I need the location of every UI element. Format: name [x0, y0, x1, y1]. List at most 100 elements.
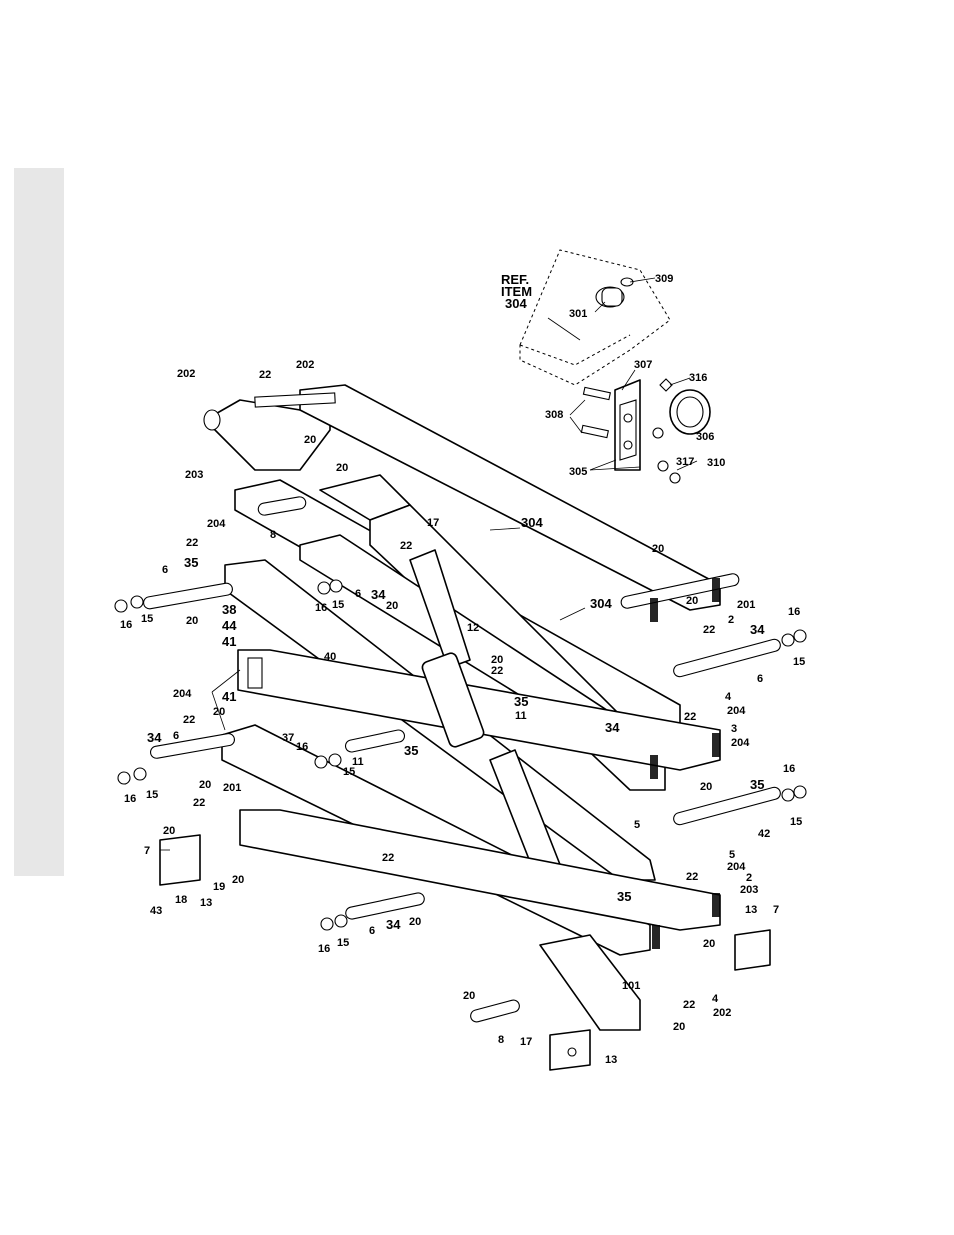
callout-label: 15	[790, 816, 802, 828]
callout-label: 15	[793, 656, 805, 668]
callout-label: 7	[144, 845, 150, 857]
callout-label: 15	[146, 789, 158, 801]
callout-label: 202	[177, 368, 195, 380]
callout-label: 2	[746, 872, 752, 884]
callout-label: 13	[605, 1054, 617, 1066]
callout-label: 307	[634, 359, 652, 371]
callout-label: 34	[386, 917, 401, 932]
callout-label: 13	[200, 897, 212, 909]
callout-label: 40	[324, 651, 336, 663]
callout-label: 22	[703, 624, 715, 636]
callout-label: 317	[676, 456, 694, 468]
callout-label: 44	[222, 618, 237, 633]
callout-label: 37	[282, 732, 294, 744]
callout-label: 22	[683, 999, 695, 1011]
callout-label: 11	[515, 710, 527, 722]
callout-label: 16	[783, 763, 795, 775]
callout-label: 16	[296, 741, 308, 753]
callout-labels: REF. ITEM 304 202 22 202 20 203 20 17 8 …	[120, 272, 805, 1066]
callout-label: 15	[337, 937, 349, 949]
callout-label: 6	[369, 925, 375, 937]
callout-label: 20	[199, 779, 211, 791]
callout-label: 20	[213, 706, 225, 718]
callout-label: 316	[689, 372, 707, 384]
callout-label: 20	[336, 462, 348, 474]
callout-label: 20	[463, 990, 475, 1002]
callout-label: 7	[773, 904, 779, 916]
callout-label: 22	[491, 665, 503, 677]
callout-label: 20	[409, 916, 421, 928]
ref-note-line-1: REF.	[501, 272, 529, 287]
callout-label: 18	[175, 894, 187, 906]
callout-label: 20	[652, 543, 664, 555]
callout-label: 16	[788, 606, 800, 618]
callout-label: 35	[750, 777, 764, 792]
callout-label: 15	[343, 766, 355, 778]
callout-label: 20	[703, 938, 715, 950]
callout-label: 43	[150, 905, 162, 917]
callout-label: 101	[622, 980, 640, 992]
callout-label: 202	[713, 1007, 731, 1019]
callout-label: 5	[729, 849, 735, 861]
callout-label: 22	[684, 711, 696, 723]
callout-label: 11	[352, 756, 364, 768]
callout-label: 35	[404, 743, 418, 758]
callout-label: 22	[382, 852, 394, 864]
callout-label: 17	[427, 517, 439, 529]
callout-label: 20	[232, 874, 244, 886]
callout-label: 22	[686, 871, 698, 883]
scissor-lift-assembly	[114, 384, 807, 1071]
callout-label: 20	[491, 654, 503, 666]
ref-note-line-3: 304	[505, 296, 527, 311]
inset-bracket-detail	[519, 249, 711, 484]
callout-label: 13	[745, 904, 757, 916]
callout-label: 34	[750, 622, 765, 637]
callout-label: 15	[141, 613, 153, 625]
callout-label: 41	[222, 689, 236, 704]
callout-label: 202	[296, 359, 314, 371]
callout-label: 20	[673, 1021, 685, 1033]
callout-label: 34	[605, 720, 620, 735]
callout-label: 308	[545, 409, 563, 421]
callout-label: 5	[634, 819, 640, 831]
callout-label: 35	[514, 694, 528, 709]
callout-label: 20	[686, 595, 698, 607]
callout-label: 6	[162, 564, 168, 576]
callout-label: 34	[147, 730, 162, 745]
side-margin-band	[14, 168, 64, 876]
callout-label: 15	[332, 599, 344, 611]
callout-label: 304	[521, 515, 543, 530]
callout-label: 203	[185, 469, 203, 481]
callout-label: 305	[569, 466, 587, 478]
callout-label: 35	[184, 555, 198, 570]
callout-label: 42	[758, 828, 770, 840]
callout-label: 16	[318, 943, 330, 955]
callout-label: 3	[731, 723, 737, 735]
callout-label: 17	[520, 1036, 532, 1048]
callout-label: 204	[731, 737, 750, 749]
callout-label: 34	[371, 587, 386, 602]
callout-label: 22	[400, 540, 412, 552]
callout-label: 20	[186, 615, 198, 627]
callout-label: 301	[569, 308, 587, 320]
callout-label: 38	[222, 602, 236, 617]
callout-label: 2	[728, 614, 734, 626]
callout-label: 16	[120, 619, 132, 631]
callout-label: 8	[498, 1034, 504, 1046]
leader-lines	[160, 277, 698, 851]
callout-label: 35	[617, 889, 631, 904]
callout-label: 20	[163, 825, 175, 837]
callout-label: 203	[740, 884, 758, 896]
callout-label: 8	[270, 529, 276, 541]
callout-label: 309	[655, 273, 673, 285]
callout-label: 19	[213, 881, 225, 893]
callout-label: 204	[173, 688, 192, 700]
callout-label: 201	[223, 782, 241, 794]
callout-label: 204	[727, 705, 746, 717]
callout-label: 304	[590, 596, 612, 611]
callout-label: 20	[386, 600, 398, 612]
callout-label: 20	[304, 434, 316, 446]
callout-label: 16	[315, 602, 327, 614]
callout-label: 22	[259, 369, 271, 381]
